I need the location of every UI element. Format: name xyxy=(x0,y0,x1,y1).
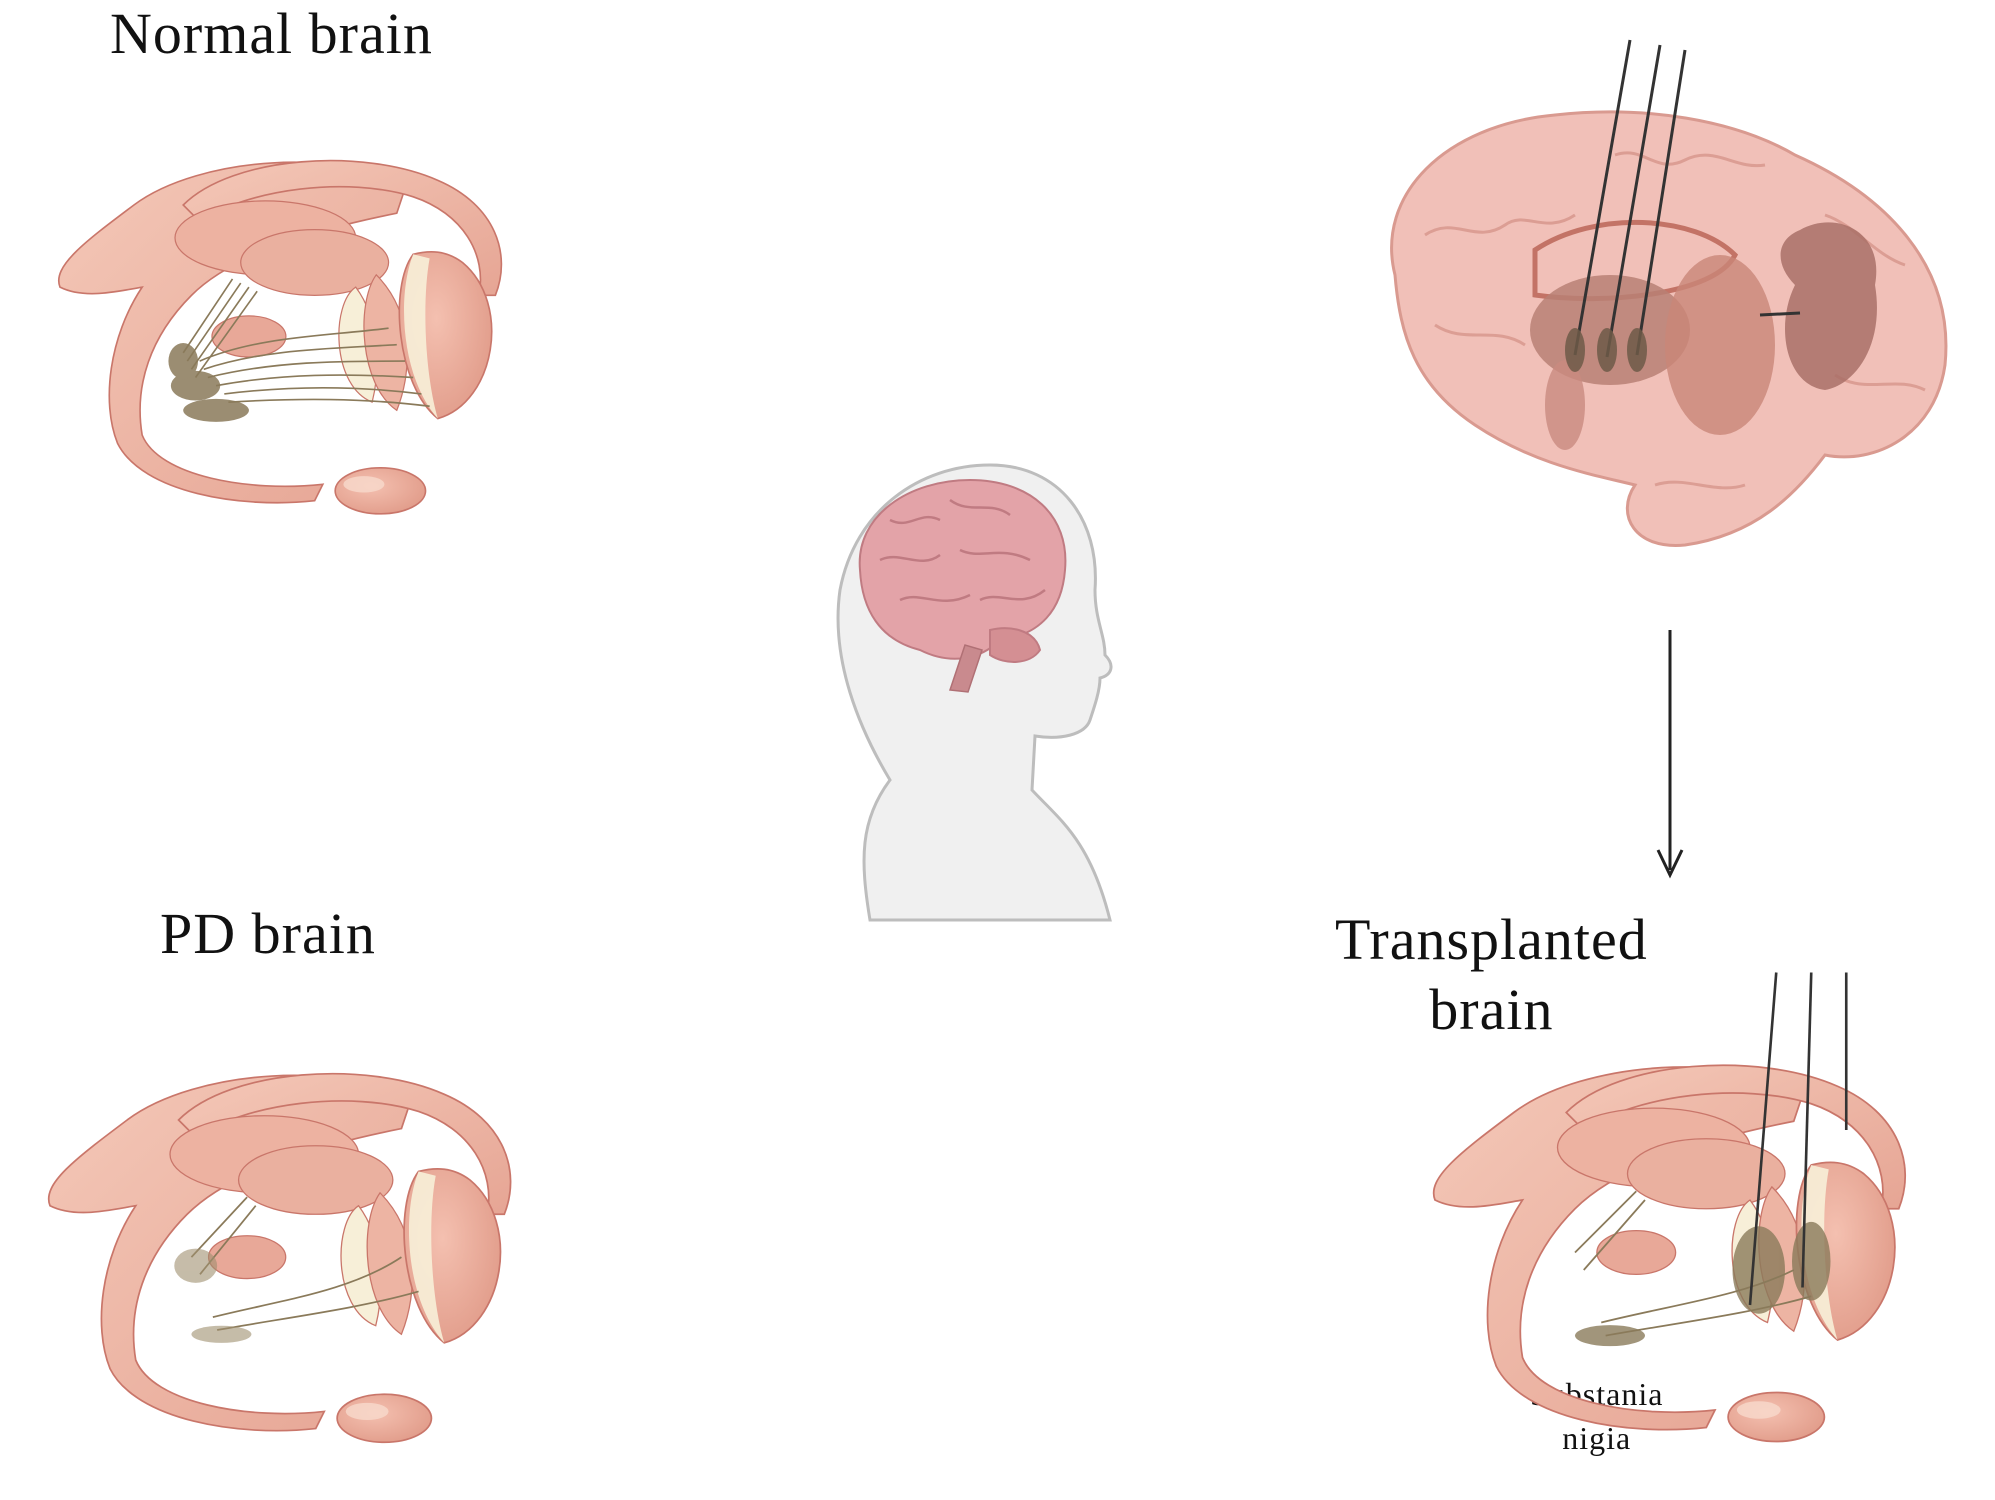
electrode-icon xyxy=(1573,39,1687,358)
pd-basal-ganglia-illustration xyxy=(47,1072,512,1444)
transplanted-title-line2: brain xyxy=(1429,977,1554,1042)
transplanted-title-line1: Transplanted xyxy=(1335,907,1648,972)
transplanted-brain-title: Transplanted brain xyxy=(1335,905,1648,1045)
transplanted-basal-ganglia-illustration xyxy=(1432,972,1907,1443)
cortex-electrode-illustration xyxy=(1390,39,1948,547)
normal-basal-ganglia-illustration xyxy=(57,159,503,515)
electrode-icon xyxy=(1748,972,1848,1306)
normal-brain-title: Normal brain xyxy=(110,1,433,66)
head-silhouette-icon xyxy=(836,463,1113,922)
pd-brain-title: PD brain xyxy=(160,901,376,966)
arrow-down-icon xyxy=(1656,630,1684,879)
brain-icon xyxy=(858,478,1067,693)
